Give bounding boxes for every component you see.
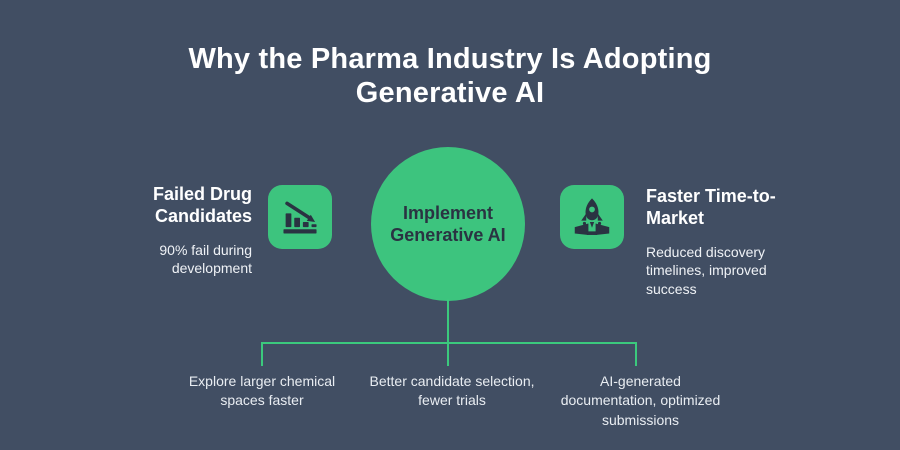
feature-heading: Failed Drug Candidates [152, 184, 252, 226]
center-node: Implement Generative AI [371, 147, 525, 301]
feature-body: 90% fail during development [159, 241, 252, 277]
connector-drop-right [635, 342, 637, 366]
connector-stem [447, 299, 449, 343]
center-node-label: Implement Generative AI [390, 202, 506, 246]
benefit-label-ai-documentation: AI-generated documentation, optimized su… [560, 373, 721, 428]
failed-drug-candidates-feature: Failed Drug Candidates 90% fail during d… [82, 184, 252, 278]
rocket-launch-icon [560, 185, 624, 249]
feature-heading: Faster Time-to-Market [646, 186, 776, 228]
feature-body: Reduced discovery timelines, improved su… [646, 243, 767, 297]
page-title: Why the Pharma Industry Is Adopting Gene… [188, 43, 712, 110]
benefit-label-candidate-selection: Better candidate selection, fewer trials [369, 373, 535, 409]
benefit-label-explore-chemical-spaces: Explore larger chemical spaces faster [188, 373, 336, 409]
faster-time-to-market-feature: Faster Time-to-Market Reduced discovery … [646, 186, 811, 298]
connector-horizontal [261, 342, 637, 344]
declining-bar-chart-icon [268, 185, 332, 249]
connector-drop-middle [447, 342, 449, 366]
connector-drop-left [261, 342, 263, 366]
